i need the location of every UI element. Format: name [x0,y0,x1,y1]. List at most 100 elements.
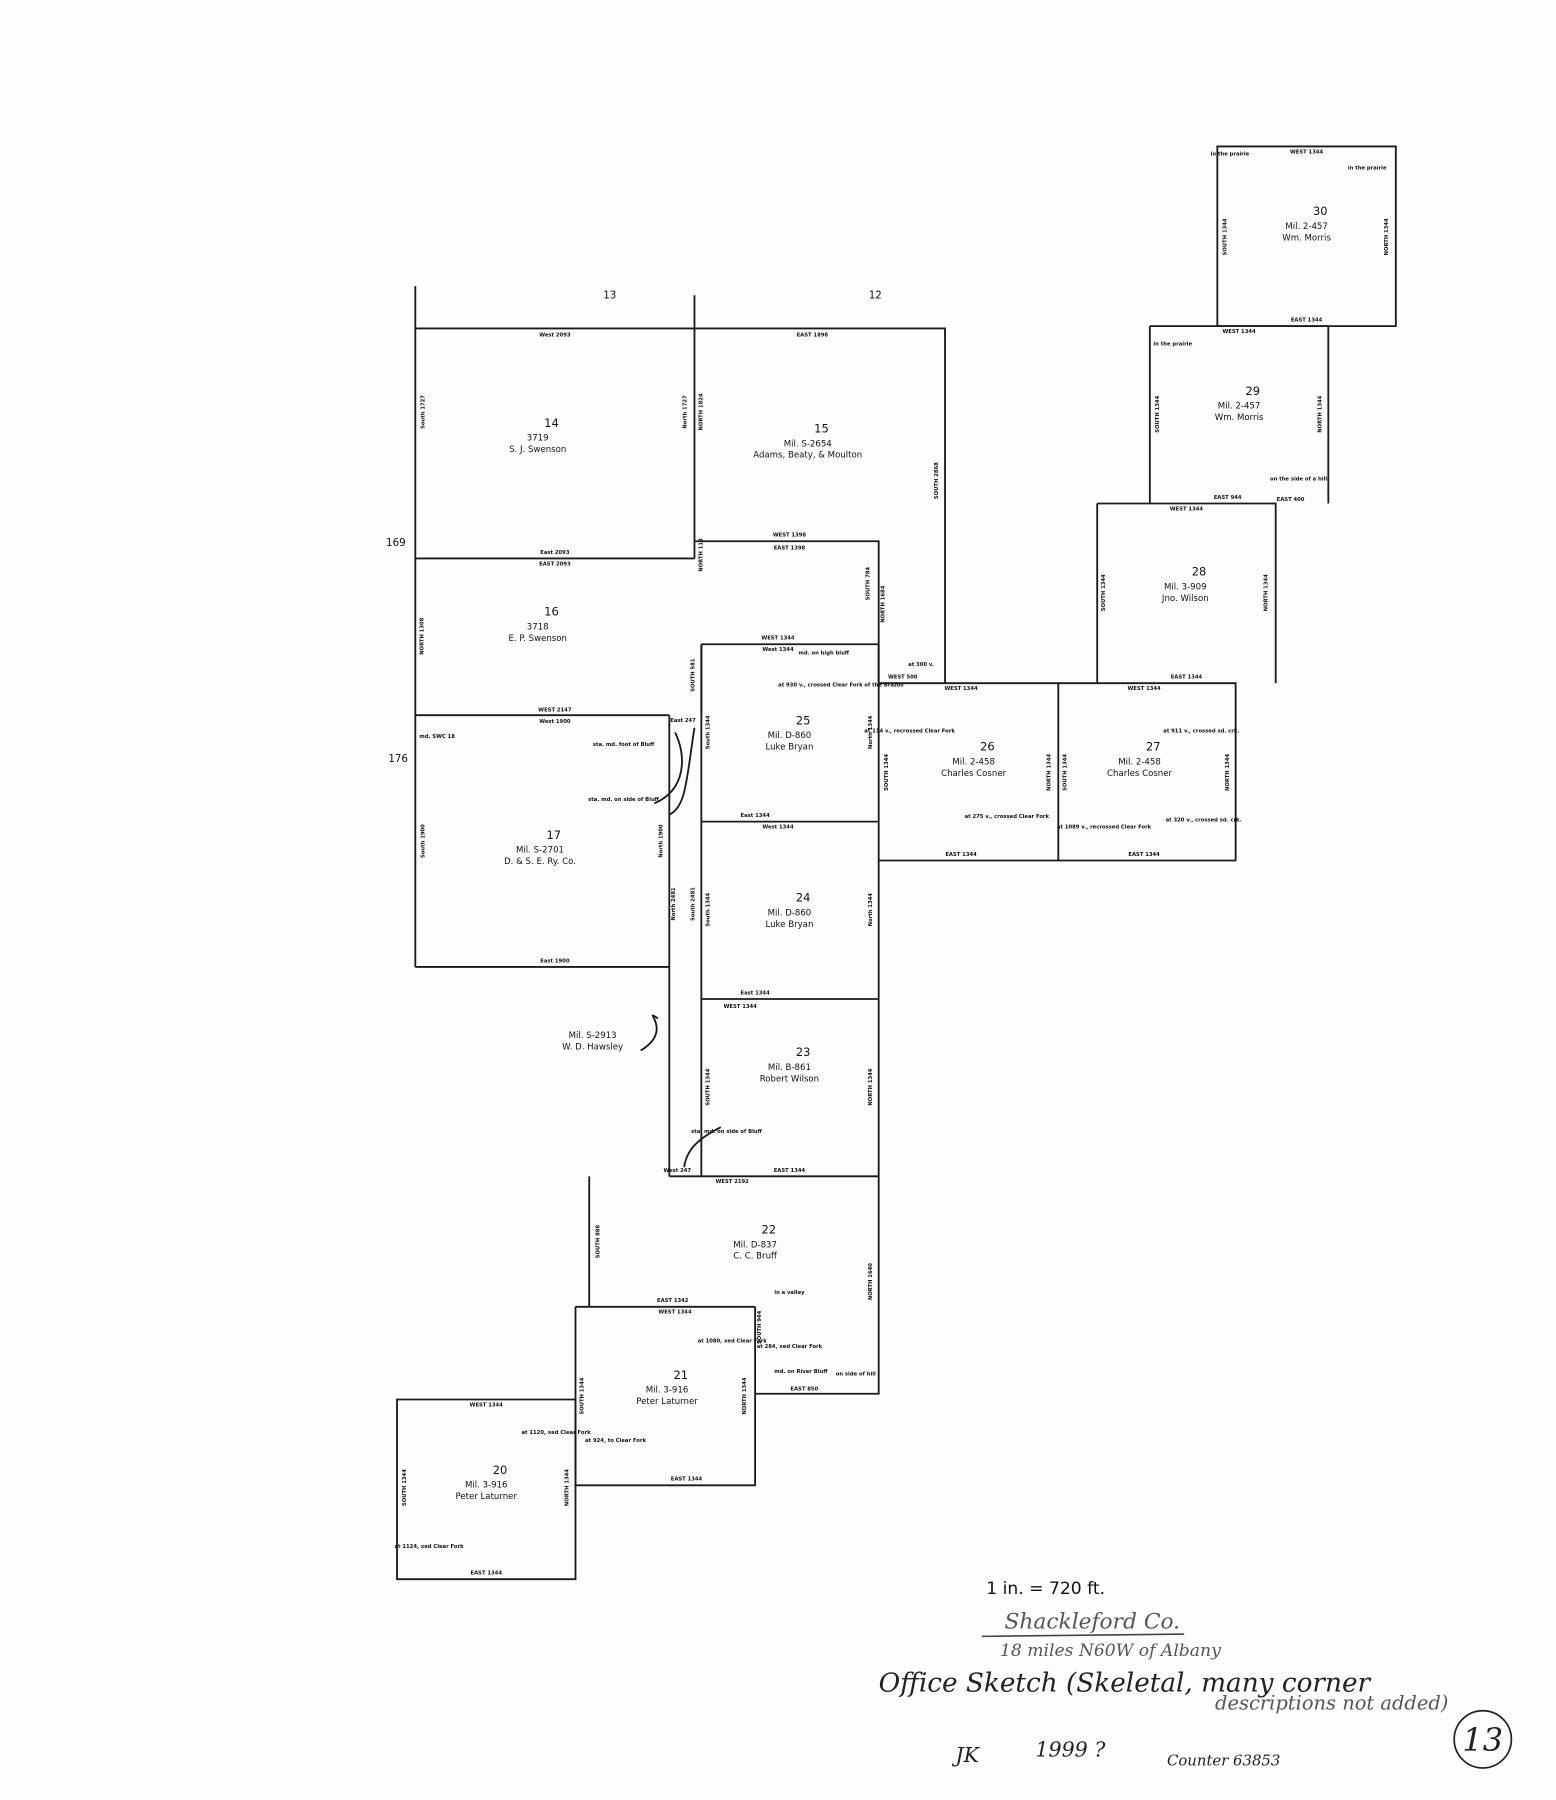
survey-number: 22 [762,1223,777,1237]
note-line-1: Office Sketch (Skeletal, many corner [879,1668,1372,1698]
survey-grantee: Wm. Morris [1282,233,1331,243]
boundary-call: EAST 1344 [471,1571,503,1577]
boundary-call: EAST 1398 [774,545,806,551]
boundary-call: North 1727 [682,395,688,429]
boundary-call: WEST 1344 [724,1004,758,1010]
boundary-call: SOUTH 1344 [1222,218,1228,255]
boundary-call: NORTH 1344 [565,1469,571,1506]
boundary-call: SOUTH 1344 [884,754,890,791]
boundary-call: in the prairie [1348,165,1387,171]
survey-28-outline [1096,502,1277,684]
boundary-call: md. SWC 18 [419,734,455,740]
county-underline [981,1633,1185,1638]
boundary-call: EAST 944 [1214,495,1242,501]
boundary-call: North 1900 [658,824,664,858]
survey-abstract: Mil. D-860 [768,731,812,741]
survey-number: 24 [796,891,811,905]
survey-21-outline [574,1306,757,1487]
survey-number: 26 [980,740,995,754]
boundary-call: EAST 2093 [539,561,571,567]
adjoining-survey-12: 12 [869,290,882,302]
boundary-call: at 114 v., recrossed Clear Fork [864,728,955,734]
boundary-call: at 1120, xed Clear Fork [521,1430,591,1436]
survey-boundaries [396,145,1397,1581]
survey-number: 17 [546,828,561,842]
survey-17-outline [415,715,671,1177]
survey-abstract: Mil. 3-916 [465,1481,508,1491]
boundary-call: at 1080, xed Clear Fork [698,1338,768,1344]
annotations: 1 in. = 720 ft. Shackleford Co. 18 miles… [879,1579,1513,1770]
year-label: 1999 ? [1035,1738,1106,1762]
boundary-call: EAST 1342 [657,1298,689,1304]
boundary-call: East 1344 [741,813,771,819]
boundary-call: NORTH 1824 [698,393,704,430]
boundary-call: EAST 1344 [945,852,977,858]
boundary-call: SOUTH 1344 [1155,395,1161,432]
boundary-call: North 1344 [868,715,874,749]
survey-number: 14 [544,416,559,430]
survey-abstract: Mil. 2-458 [1118,757,1161,767]
note-line-2: descriptions not added) [1215,1692,1448,1715]
boundary-call: East 2093 [540,550,570,556]
boundary-call: WEST 1344 [761,636,795,642]
boundary-call: North 1344 [868,893,874,927]
survey-15-outline [694,327,946,684]
survey-abstract: Mil. S-2913 [569,1031,617,1041]
boundary-call: on the side of a hill [1270,477,1327,483]
survey-grantee: Peter Laturner [636,1397,698,1407]
boundary-call: at 284, xed Clear Fork [757,1344,823,1350]
boundary-call: EAST 400 [1277,497,1305,503]
boundary-call: NORTH 1344 [742,1377,748,1414]
survey-grantee: Luke Bryan [765,920,813,930]
adjoining-labels: 13 12 169 176 [386,290,882,765]
survey-number: 25 [796,713,811,727]
survey-grantee: Robert Wilson [760,1074,819,1084]
survey-abstract: Mil. 3-909 [1164,582,1207,592]
survey-number: 16 [544,605,559,619]
survey-number: 28 [1192,565,1207,579]
boundary-call: NORTH 1640 [868,1263,874,1300]
boundary-call: in a valley [774,1290,805,1296]
boundary-call: EAST 1344 [671,1477,703,1483]
scale-label: 1 in. = 720 ft. [986,1579,1105,1599]
boundary-call: NORTH 1684 [880,585,886,622]
location-label: 18 miles N60W of Albany [1000,1641,1221,1661]
boundary-call: SOUTH 944 [757,1310,763,1344]
survey-number: 15 [814,422,829,436]
survey-number: 27 [1146,740,1161,754]
boundary-call: sta. md. on side of Bluff [588,797,660,803]
boundary-call: SOUTH 2868 [934,462,940,499]
survey-grantee: C. C. Bruff [733,1252,778,1262]
survey-grantee: Jno. Wilson [1161,594,1209,604]
boundary-call: NORTH 113 [698,538,704,572]
survey-grantee: Luke Bryan [765,743,813,753]
boundary-call: NORTH 1344 [1317,395,1323,432]
boundary-call: East 1344 [741,990,771,996]
survey-abstract: Mil. 2-457 [1285,222,1328,232]
boundary-call: South 1727 [420,395,426,429]
boundary-call: WEST 1344 [658,1310,692,1316]
boundary-call: NORTH 1344 [1264,574,1270,611]
boundary-call: at 911 v., crossed sd. crk. [1163,728,1239,734]
boundary-call: West 247 [664,1168,692,1174]
boundary-call: md. on River Bluff [774,1369,828,1375]
boundary-call: at 320 v., crossed sd. crk. [1166,818,1242,824]
sheet-number-circle [1453,1709,1513,1769]
boundary-call: SOUTH 1344 [580,1377,586,1414]
survey-grantee: W. D. Hawsley [562,1042,623,1052]
adjoining-survey-13: 13 [603,290,616,302]
survey-number: 30 [1313,204,1328,218]
boundary-call: South 2481 [690,887,696,921]
survey-abstract: Mil. D-860 [768,908,812,918]
survey-abstract: 3718 [527,622,549,632]
boundary-call: in the prairie [1153,342,1192,348]
boundary-call: EAST 1344 [1128,852,1160,858]
boundary-call: EAST 1344 [774,1168,806,1174]
survey-abstract: Mil. S-2701 [516,846,564,856]
survey-abstract: Mil. B-861 [768,1063,811,1073]
initials: JK [951,1743,980,1767]
boundary-call: SOUTH 784 [866,567,872,601]
boundary-call: West 2093 [539,332,571,338]
boundary-call: sta. md. foot of Bluff [593,742,655,748]
